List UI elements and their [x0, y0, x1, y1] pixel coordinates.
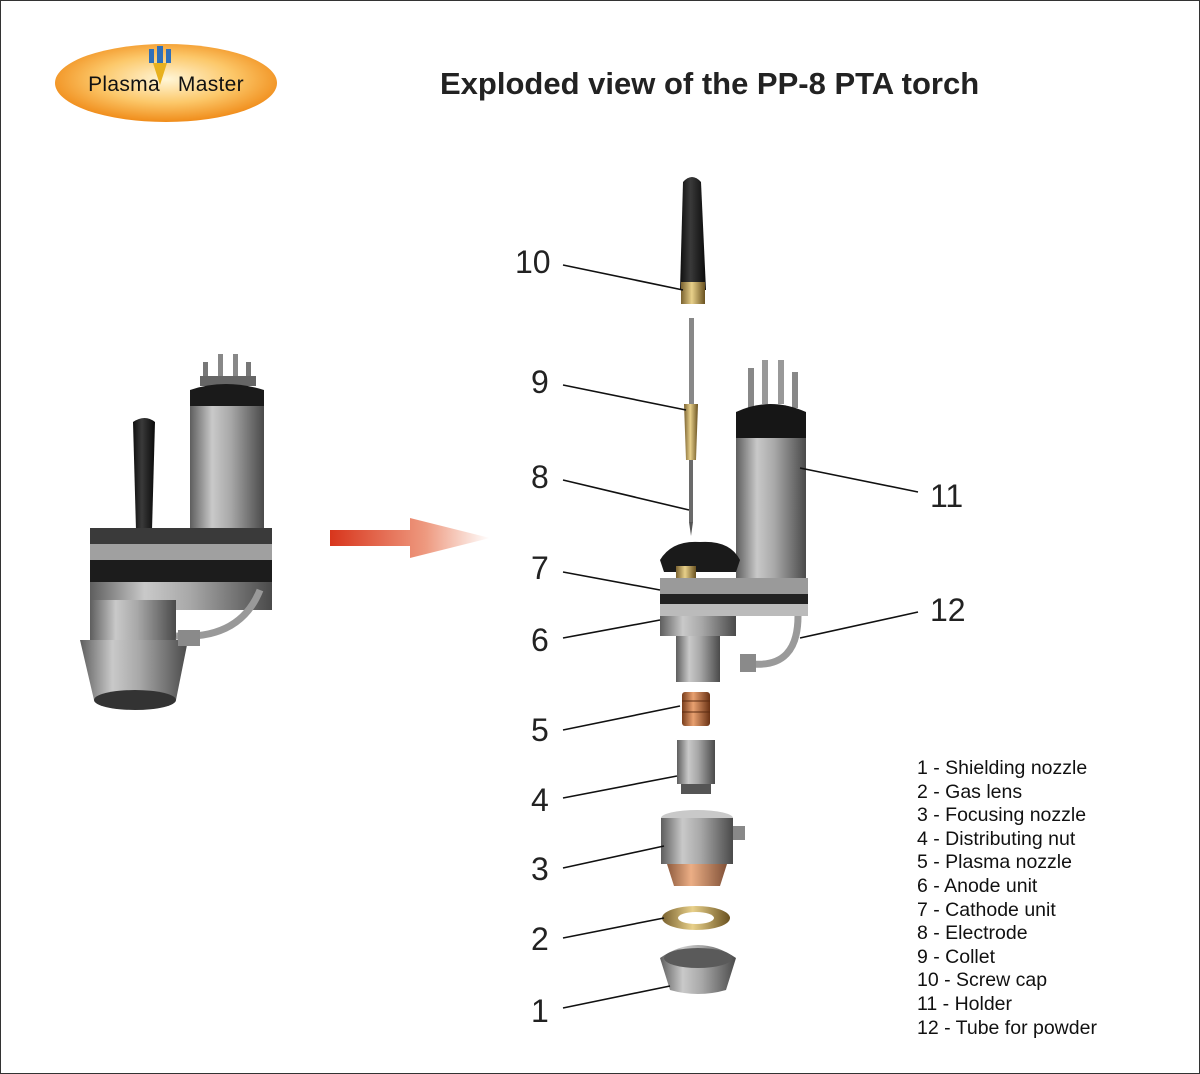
callout-4: 4: [531, 782, 549, 818]
legend-item: 7 - Cathode unit: [917, 898, 1056, 921]
legend-item: 10 - Screw cap: [917, 969, 1048, 992]
part-holder: [736, 360, 806, 614]
legend-item: 4 - Distributing nut: [917, 827, 1076, 850]
arrow-icon: [330, 518, 490, 558]
legend-item: 9 - Collet: [917, 945, 996, 968]
legend-item: 2 - Gas lens: [917, 780, 1023, 803]
callout-10: 10: [515, 244, 551, 280]
legend-item: 3 - Focusing nozzle: [917, 804, 1087, 827]
legend-item: 6 - Anode unit: [917, 874, 1038, 897]
parts-legend: 1 - Shielding nozzle 2 - Gas lens 3 - Fo…: [917, 757, 1097, 1040]
part-focusing-nozzle: [661, 810, 745, 886]
legend-item: 8 - Electrode: [917, 922, 1028, 945]
callout-11: 11: [930, 478, 964, 514]
legend-item: 12 - Tube for powder: [917, 1016, 1097, 1039]
part-screw-cap: [680, 177, 706, 304]
callout-2: 2: [531, 921, 549, 957]
part-shielding-nozzle: [660, 945, 736, 994]
callout-12: 12: [930, 592, 966, 628]
assembled-torch-image: [80, 354, 272, 710]
plasma-master-logo: Plasma Master: [54, 43, 278, 123]
leader-lines: [562, 264, 919, 1009]
part-gas-lens: [662, 906, 730, 930]
logo-word-plasma: Plasma: [88, 73, 160, 96]
legend-item: 1 - Shielding nozzle: [917, 757, 1088, 779]
callout-8: 8: [531, 459, 549, 495]
part-distributing-nut: [677, 740, 715, 794]
legend-item: 5 - Plasma nozzle: [917, 851, 1072, 874]
callout-6: 6: [531, 622, 549, 658]
torch-logo-icon: [149, 46, 171, 85]
part-powder-tube: [740, 615, 802, 672]
page-title: Exploded view of the PP-8 PTA torch: [440, 66, 980, 101]
callout-5: 5: [531, 712, 549, 748]
callout-1: 1: [531, 993, 549, 1029]
callout-9: 9: [531, 364, 549, 400]
part-plasma-nozzle: [682, 692, 710, 726]
part-cathode-anode: [660, 541, 808, 682]
legend-item: 11 - Holder: [917, 992, 1013, 1015]
logo-word-master: Master: [177, 73, 244, 96]
part-collet-electrode: [684, 318, 698, 536]
callout-7: 7: [531, 550, 549, 586]
callout-3: 3: [531, 851, 549, 887]
